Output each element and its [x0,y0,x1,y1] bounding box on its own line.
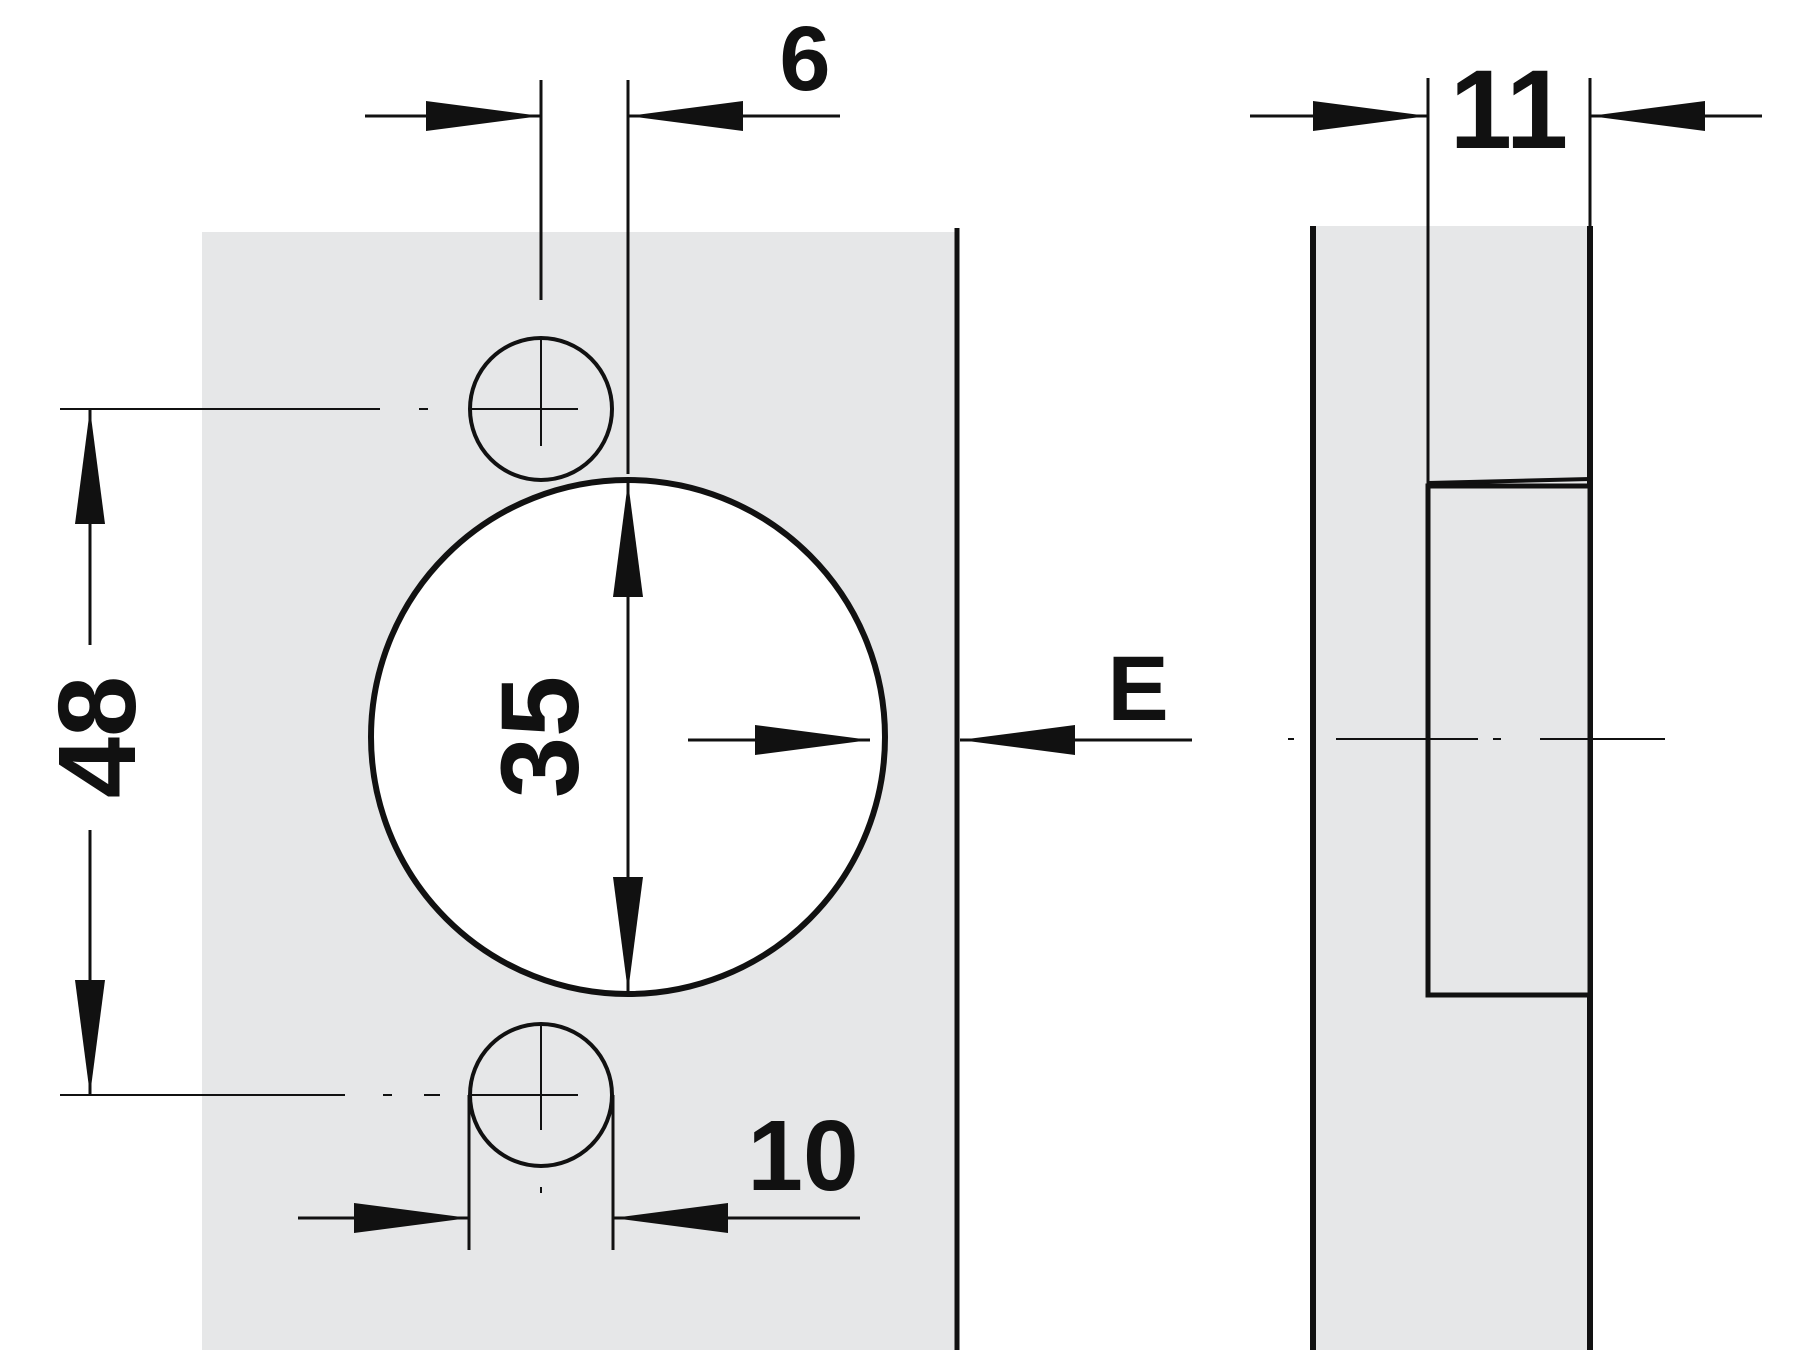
label-cup-depth: 11 [1450,47,1568,172]
label-screw-offset: 6 [779,8,830,110]
front-view: 6 35 E 48 [36,8,1192,1350]
label-screw-spacing: 48 [36,676,159,798]
dim-screw-hole-diameter [298,1095,860,1250]
dim-cup-depth [1250,78,1762,486]
screw-hole-bottom [468,1022,614,1168]
screw-hole-top [468,336,614,482]
label-cup-diameter: 35 [479,676,602,798]
label-screw-hole-diameter: 10 [747,1100,858,1212]
cup-radius-arrow [688,725,870,755]
label-edge-distance: E [1107,638,1168,740]
dim-screw-spacing [75,409,105,1095]
dim-cup-diameter [613,482,643,992]
cup-recess-section [1425,483,1593,998]
dim-screw-offset [365,80,840,474]
screw-centerlines [60,408,542,1193]
side-view: 11 [1250,47,1762,1350]
dim-edge-distance [960,725,1192,755]
